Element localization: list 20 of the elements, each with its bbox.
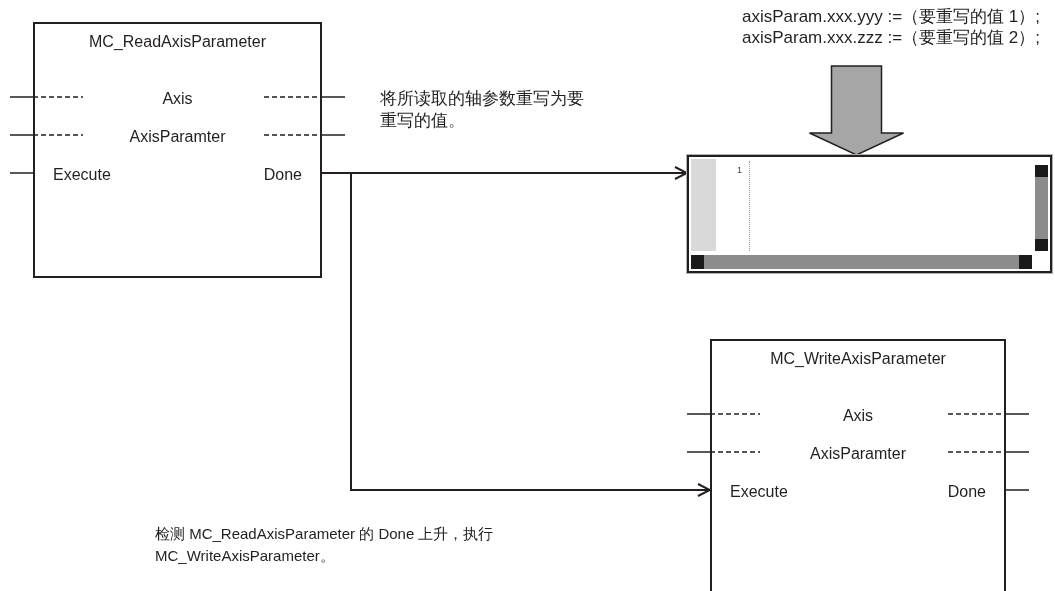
pin-name: Axis — [842, 406, 874, 426]
line-number: 1 — [737, 165, 742, 175]
pin-name: Execute — [730, 482, 788, 502]
code-line: axisParam.xxx.yyy :=（要重写的值 1）; — [740, 6, 1040, 27]
note-text: 将所读取的轴参数重写为要重写的值。 — [380, 88, 585, 132]
connector-arrow — [321, 172, 711, 497]
block-title: MC_ReadAxisParameter — [88, 32, 267, 52]
code-editor-picture — [687, 155, 1052, 273]
pin-name: AxisParamter — [129, 127, 226, 147]
code-line: axisParam.xxx.zzz :=（要重写的值 2）; — [740, 27, 1040, 48]
pin-name: Execute — [53, 165, 111, 185]
block-title: MC_WriteAxisParameter — [769, 349, 947, 369]
function-block — [33, 22, 322, 278]
block-arrow — [808, 65, 905, 156]
pin-name: AxisParamter — [810, 444, 906, 464]
note-text: 检测 MC_ReadAxisParameter 的 Done 上升，执行 MC_WriteAxisParameter。 — [155, 524, 495, 566]
pin-name: Done — [947, 482, 986, 502]
pin-name: Done — [263, 165, 302, 185]
function-block — [710, 339, 1006, 591]
pin-name: Axis — [162, 89, 193, 109]
